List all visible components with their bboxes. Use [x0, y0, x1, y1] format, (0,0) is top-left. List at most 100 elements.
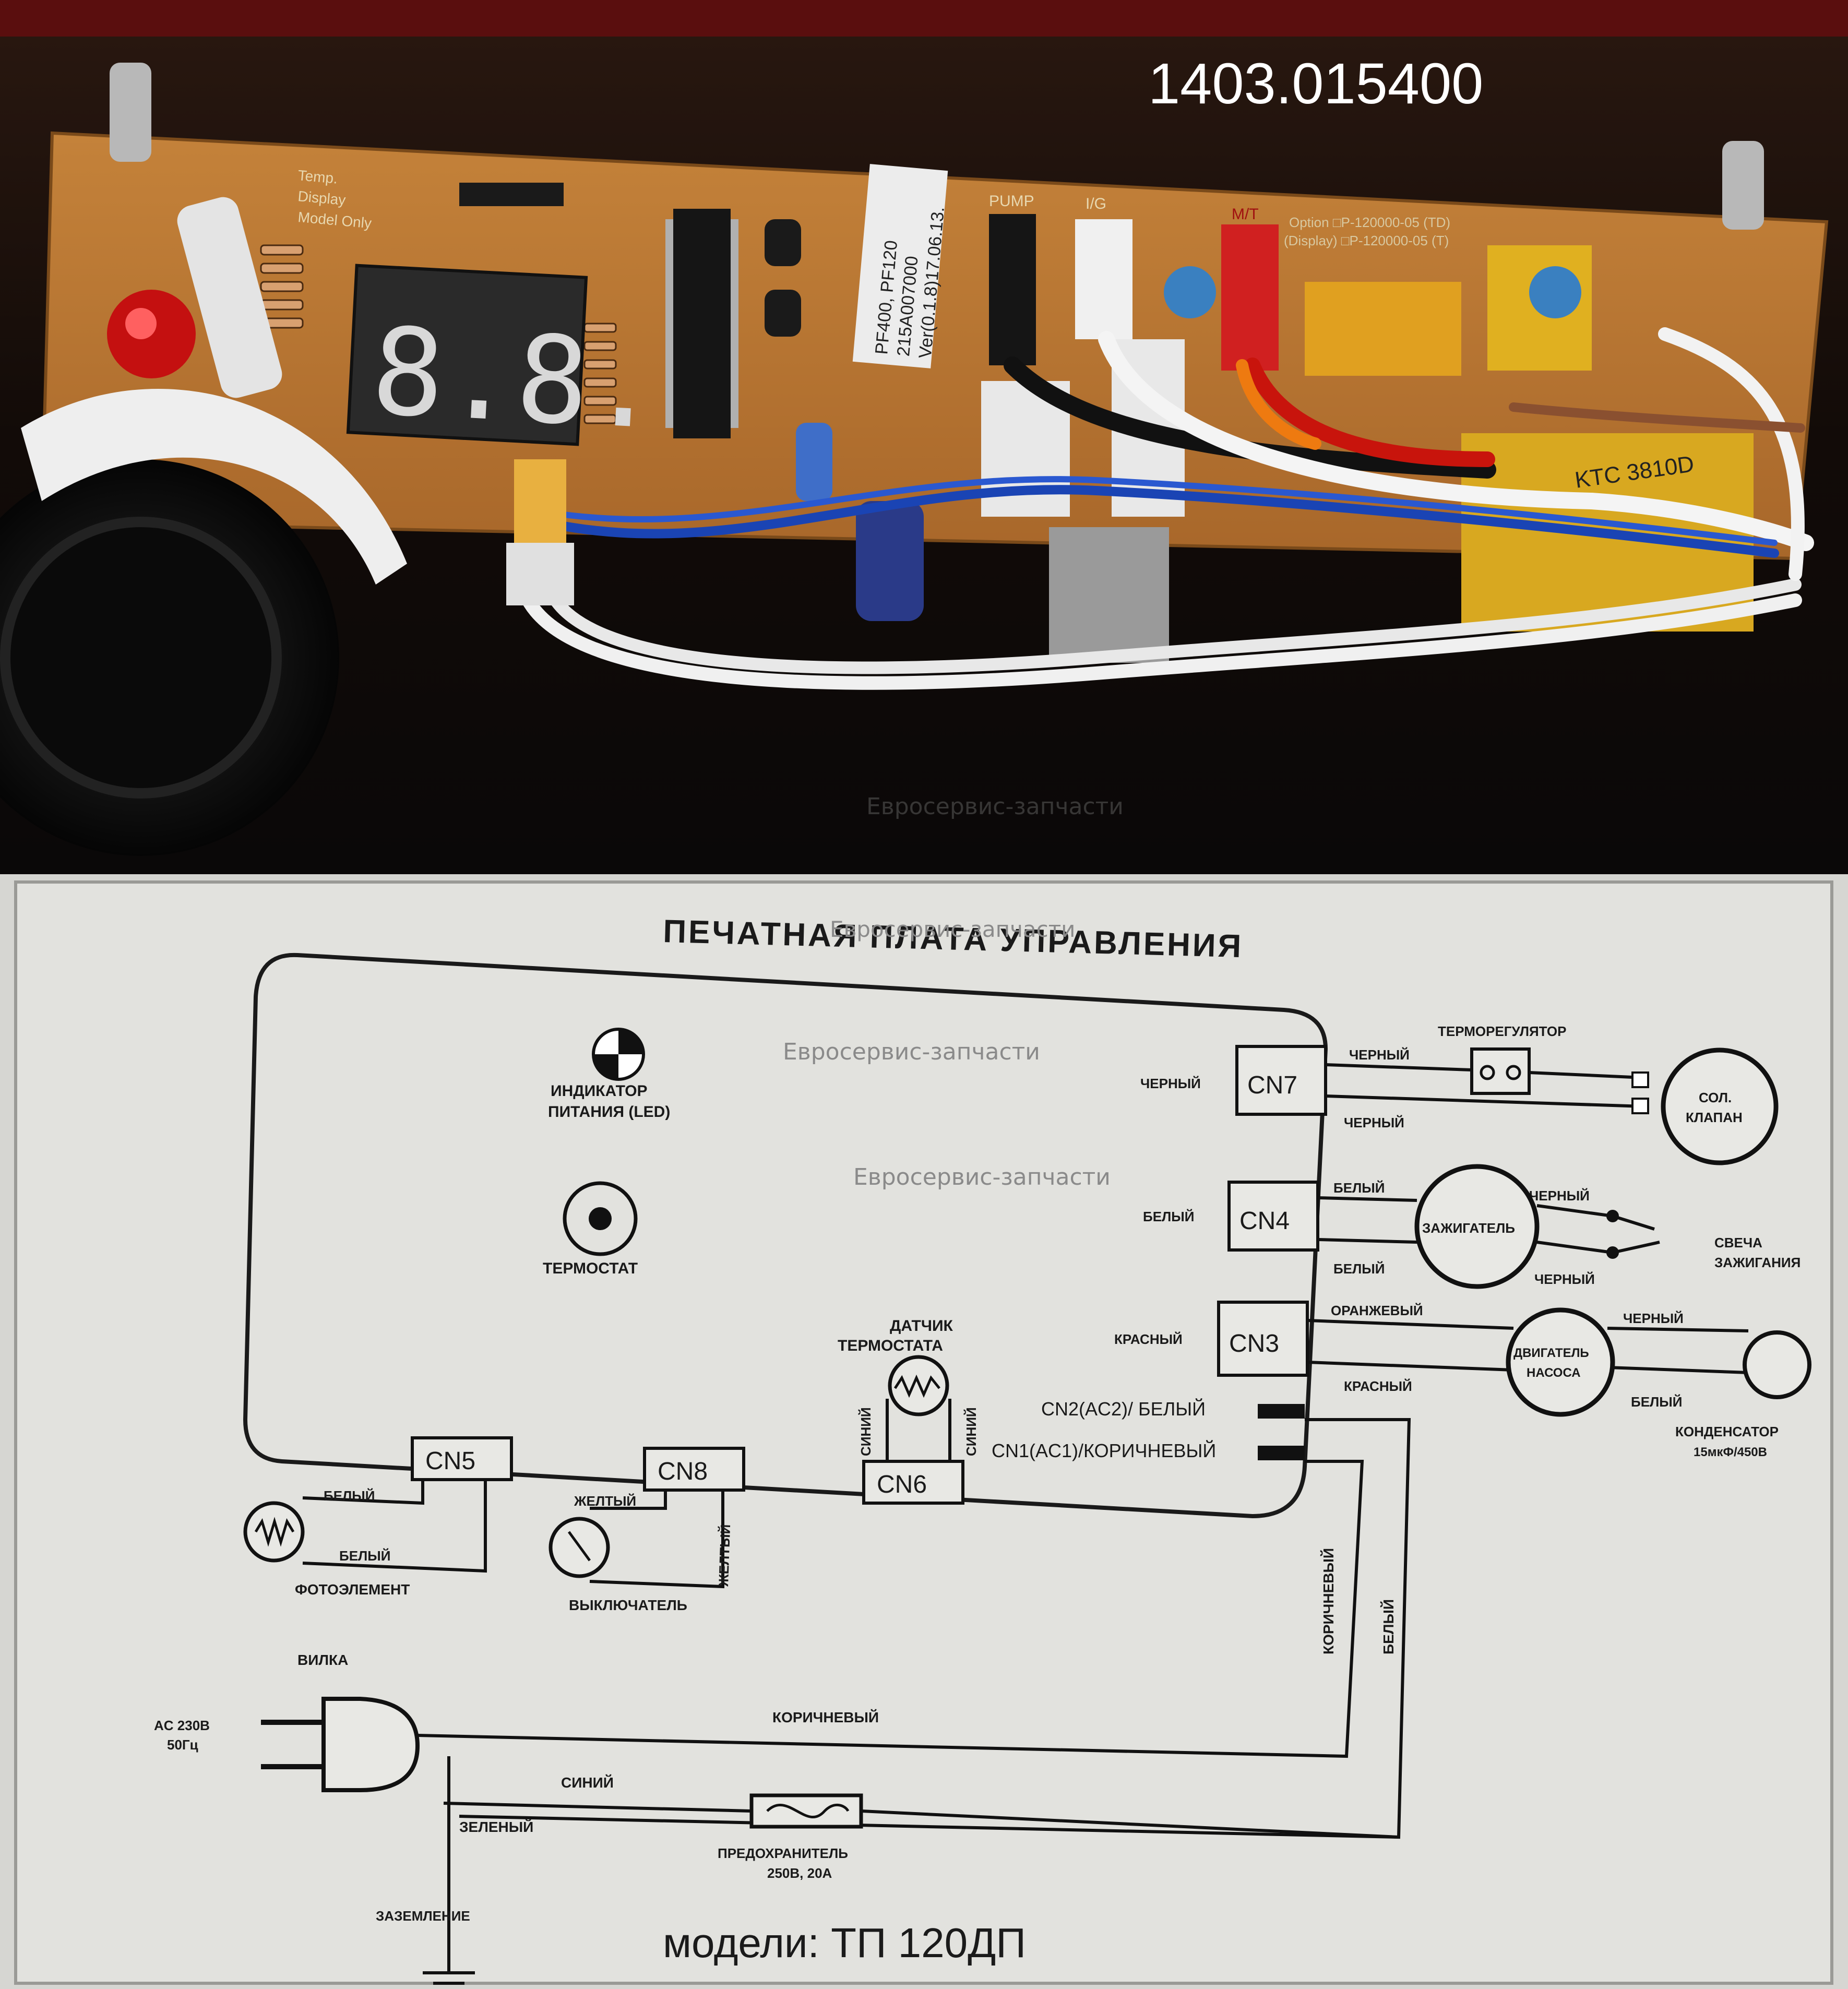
wire-label: БЕЛЫЙ [1143, 1209, 1194, 1224]
wiring-diagram: ПЕЧАТНАЯ ПЛАТА УПРАВЛЕНИЯ Евросервис-зап… [0, 874, 1848, 1989]
ceramic-capacitor [1529, 266, 1581, 318]
cn2-terminal [1258, 1404, 1305, 1419]
triac-heatsink [1049, 527, 1169, 663]
switch-label: ВЫКЛЮЧАТЕЛЬ [569, 1597, 687, 1613]
capacitor-symbol [1743, 1330, 1811, 1399]
wire-label: ЧЕРНЫЙ [1529, 1188, 1590, 1204]
cn4-wiring [1317, 1196, 1660, 1254]
spark-plug-label: СВЕЧА [1714, 1235, 1762, 1250]
sensor-label: ТЕРМОСТАТА [838, 1337, 943, 1354]
wire-label: ЖЕЛТЫЙ [716, 1524, 733, 1587]
photocell-wiring [302, 1480, 487, 1573]
pin-header [459, 183, 564, 206]
switch-wiring [589, 1490, 724, 1589]
ceramic-capacitor [1164, 266, 1216, 318]
cn1-terminal [1258, 1446, 1305, 1460]
motor-label: ДВИГАТЕЛЬ [1513, 1346, 1589, 1360]
ac-label: 50Гц [167, 1737, 198, 1753]
cn3-wiring [1307, 1319, 1749, 1374]
wire-label: ЗЕЛЕНЫЙ [459, 1818, 533, 1835]
standoff [110, 63, 151, 162]
wire-label: ЧЕРНЫЙ [1349, 1047, 1410, 1063]
wire-label: БЕЛЫЙ [324, 1488, 375, 1504]
electrolytic-capacitor [796, 423, 832, 501]
svg-text:8.8.: 8.8. [368, 302, 664, 457]
models-footer: модели: ТП 120ДП [663, 1920, 1026, 1966]
microcontroller-ic [673, 209, 731, 438]
mains-plug-symbol [261, 1697, 420, 1792]
svg-text:I/G: I/G [1086, 195, 1106, 212]
thermoregulator-label: ТЕРМОРЕГУЛЯТОР [1438, 1023, 1566, 1039]
cn6-label: CN6 [877, 1471, 927, 1498]
thermostat-symbol [563, 1181, 638, 1256]
spark-plug-label: ЗАЖИГАНИЯ [1714, 1255, 1801, 1270]
watermark: Евросервис-запчасти [830, 916, 1075, 942]
ground-label: ЗАЗЕМЛЕНИЕ [376, 1908, 470, 1924]
cn3-label: CN3 [1229, 1330, 1279, 1357]
connector-cn8 [643, 1447, 745, 1492]
standoff [1722, 141, 1764, 230]
wire-label: КОРИЧНЕВЫЙ [1320, 1548, 1337, 1654]
wire-label: ЧЕРНЫЙ [1623, 1311, 1684, 1326]
wire-label: СИНИЙ [963, 1407, 979, 1456]
led-holder [177, 197, 282, 398]
capacitor-label: КОНДЕНСАТОР [1675, 1424, 1779, 1439]
cn7-label: CN7 [1247, 1071, 1297, 1099]
fuse-label: ПРЕДОХРАНИТЕЛЬ [718, 1845, 848, 1861]
electrolytic-capacitor [856, 501, 924, 621]
svg-text:Option □P-120000-05 (TD): Option □P-120000-05 (TD) [1289, 215, 1450, 230]
valve-label: СОЛ. [1699, 1090, 1732, 1105]
mt-connector [1221, 224, 1279, 371]
wire-label: ЧЕРНЫЙ [1534, 1271, 1595, 1287]
seven-segment-display: 8.8. [346, 264, 664, 457]
cn5-label: CN5 [425, 1447, 475, 1475]
led-indicator-symbol [592, 1028, 645, 1081]
sensor-label: ДАТЧИК [890, 1317, 953, 1335]
wire-label: ЧЕРНЫЙ [1140, 1076, 1201, 1091]
connector-cn5 [411, 1436, 513, 1481]
motor-label: НАСОСА [1527, 1366, 1581, 1380]
svg-text:Temp.: Temp. [297, 167, 338, 187]
fuse-symbol [749, 1793, 863, 1829]
thermostat-knob [0, 388, 407, 856]
wire-label: КРАСНЫЙ [1344, 1378, 1412, 1394]
relay [1305, 282, 1461, 376]
igniter-label: ЗАЖИГАТЕЛЬ [1422, 1220, 1515, 1236]
cn7-wiring [1325, 1063, 1644, 1108]
pump-connector [989, 214, 1036, 365]
wire-label: КРАСНЫЙ [1114, 1331, 1183, 1347]
valve-label: КЛАПАН [1686, 1110, 1743, 1125]
power-led [107, 290, 196, 378]
pump-motor-symbol [1506, 1307, 1615, 1417]
thermostat-sensor-wiring [886, 1399, 951, 1461]
solenoid-valve-symbol [1631, 1047, 1779, 1165]
watermark: Евросервис-запчасти [866, 793, 1124, 820]
connector-cn4 [1227, 1181, 1319, 1252]
transistor [765, 290, 801, 337]
mains-wiring [417, 1418, 1411, 1985]
svg-text:M/T: M/T [1232, 206, 1259, 223]
thermostat-label: ТЕРМОСТАТ [543, 1260, 638, 1277]
wire-label: ЖЕЛТЫЙ [574, 1493, 636, 1509]
svg-text:(Display) □P-120000-05 (T): (Display) □P-120000-05 (T) [1284, 233, 1449, 248]
plug-label: ВИЛКА [297, 1652, 348, 1668]
cn2-label: CN2(AC2)/ БЕЛЫЙ [1041, 1398, 1206, 1420]
igniter-symbol [1414, 1164, 1540, 1289]
cn-connector-housing [506, 543, 574, 605]
wire-label: БЕЛЫЙ [339, 1548, 390, 1564]
wire-label: БЕЛЫЙ [1631, 1394, 1682, 1410]
connector-cn6 [862, 1460, 964, 1505]
transistor [765, 219, 801, 266]
wire-label: БЕЛЫЙ [1380, 1599, 1397, 1654]
led-label: ИНДИКАТОР [551, 1082, 648, 1100]
part-number: 1403.015400 [1148, 52, 1483, 116]
wire-label: ОРАНЖЕВЫЙ [1331, 1303, 1423, 1318]
fuse-label: 250В, 20А [767, 1865, 832, 1881]
cn4-label: CN4 [1239, 1207, 1290, 1235]
control-board-outline [243, 952, 1328, 1519]
wire-label: БЕЛЫЙ [1333, 1261, 1385, 1277]
wire-harness [515, 327, 1814, 690]
wire-label: СИНИЙ [561, 1774, 614, 1791]
capacitor-label: 15мкФ/450В [1694, 1445, 1767, 1459]
